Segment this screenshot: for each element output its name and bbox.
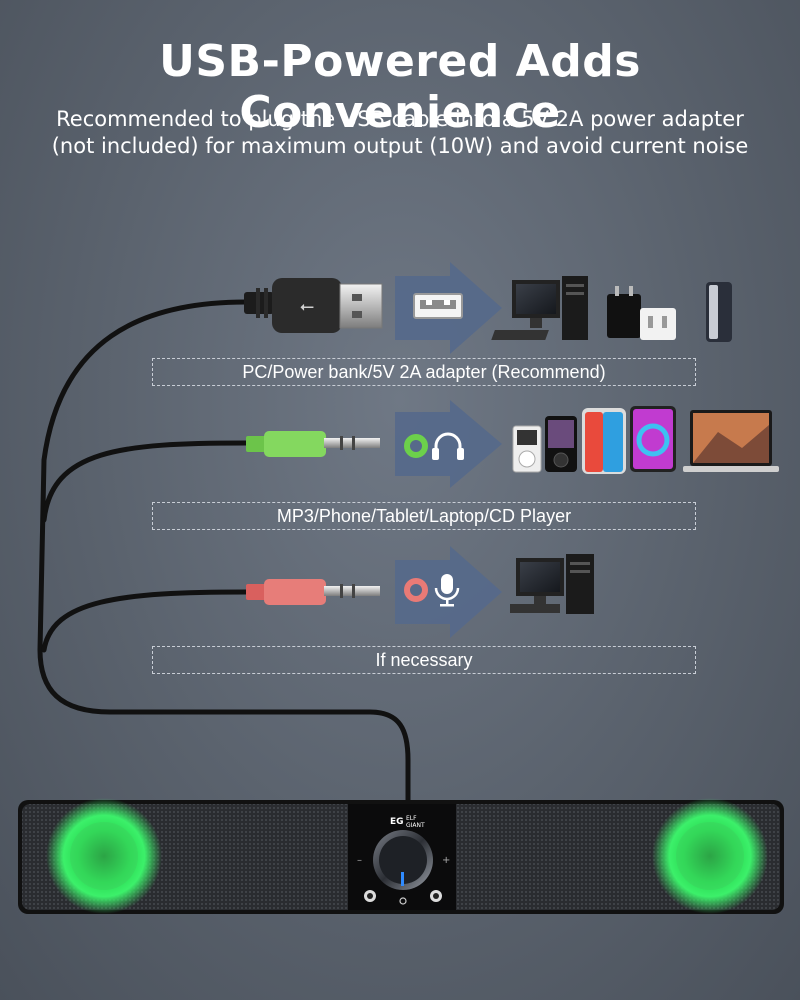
usb-plug-icon: ⭠	[244, 278, 383, 333]
power-bank-icon	[706, 282, 732, 342]
desktop-pc-icon	[491, 276, 588, 340]
brand-logo: EG	[390, 817, 404, 827]
media-player-icon	[545, 416, 577, 472]
svg-text:GIANT: GIANT	[406, 822, 425, 829]
laptop-icon	[683, 410, 779, 472]
page-subtitle: Recommended to plug the USB cable into a…	[51, 107, 749, 158]
mp3-player-icon	[512, 425, 542, 473]
headphone-jack-icon	[404, 432, 464, 460]
microphone-jack-icon	[404, 574, 460, 607]
phone-icon	[582, 408, 626, 474]
wall-charger-icon	[607, 286, 676, 340]
caption-usb: PC/Power bank/5V 2A adapter (Recommend)	[152, 358, 696, 386]
soundbar-speaker: EG ELF GIANT – +	[18, 798, 784, 914]
desktop-pc-icon	[510, 554, 594, 614]
audio-plug-green-icon	[246, 431, 380, 457]
power-icon	[399, 897, 407, 905]
page-title: USB-Powered Adds Convenience	[159, 36, 641, 138]
caption-audio-in: MP3/Phone/Tablet/Laptop/CD Player	[152, 502, 696, 530]
tablet-icon	[630, 406, 676, 472]
knob-indicator	[401, 872, 404, 886]
svg-text:⭠: ⭠	[300, 296, 314, 317]
usb-port-icon	[413, 293, 463, 319]
svg-text:–: –	[357, 855, 362, 866]
caption-mic: If necessary	[152, 646, 696, 674]
cable	[37, 299, 411, 808]
audio-plug-pink-icon	[246, 579, 380, 605]
svg-text:+: +	[442, 855, 450, 866]
brand-logo-text: ELF	[406, 815, 417, 822]
